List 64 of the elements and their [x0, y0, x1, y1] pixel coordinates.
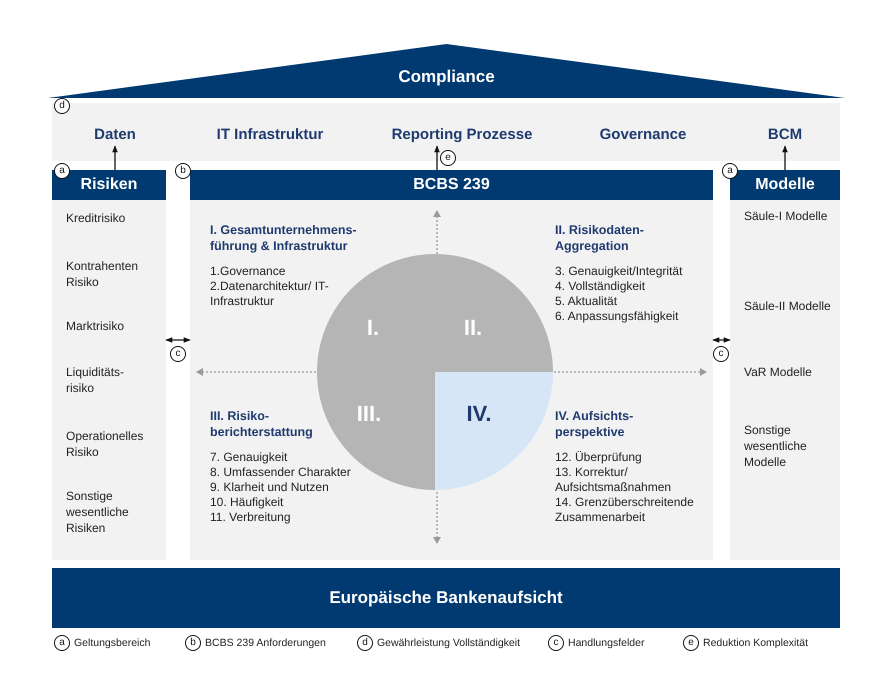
requirement-item: 7. Genauigkeit [210, 450, 288, 465]
callout-letter: e [440, 150, 456, 166]
callout-letter: c [548, 635, 564, 651]
callout-letter: a [722, 163, 738, 179]
column-item: Liquiditäts- risiko [66, 364, 126, 396]
requirement-item: 11. Verbreitung [210, 510, 292, 525]
requirement-item: 12. Überprüfung [555, 450, 643, 465]
requirement-item: 8. Umfassender Charakter [210, 465, 352, 480]
legend-text: Geltungsbereich [74, 636, 150, 651]
pillar-topic: Governance [598, 125, 688, 145]
callout-letter: c [170, 346, 186, 362]
legend-text: BCBS 239 Anforderungen [205, 636, 326, 651]
callout-letter: b [185, 635, 201, 651]
foundation-bar [52, 568, 840, 628]
requirement-item: 6. Anpassungsfähigkeit [555, 309, 680, 324]
section-heading: I. Gesamtunternehmens- führung & Infrastruktur [210, 222, 358, 254]
quadrant-numeral: II. [464, 316, 482, 340]
column-item: Säule-I Modelle [744, 208, 828, 224]
pillar-topic: BCM [766, 125, 804, 145]
column-item: Sonstige wesentliche Risiken [66, 488, 130, 536]
column-item: VaR Modelle [744, 364, 813, 380]
column-item: Operationelles Risiko [66, 428, 144, 460]
requirement-item: 5. Aktualität [555, 294, 618, 309]
column-item: Sonstige wesentliche Modelle [744, 422, 808, 470]
arrow [112, 145, 118, 170]
callout-letter: d [357, 635, 373, 651]
arrow [434, 145, 440, 170]
callout-letter: d [54, 98, 70, 114]
quadrant-numeral: III. [356, 402, 382, 426]
pillar-topic: Daten [93, 125, 137, 145]
column-item: Marktrisiko [66, 318, 126, 334]
callout-letter: e [683, 635, 699, 651]
requirement-item: 9. Klarheit und Nutzen [210, 480, 330, 495]
column-item: Säule-II Modelle [744, 298, 832, 314]
legend-text: Reduktion Komplexität [703, 636, 808, 651]
foundation-title: Europäische Bankenaufsicht [328, 587, 564, 610]
pillar-topic: IT Infrastruktur [216, 125, 324, 145]
legend-text: Gewährleistung Vollständigkeit [377, 636, 520, 651]
callout-letter: c [713, 346, 729, 362]
panel-header: BCBS 239 [190, 170, 713, 200]
requirements-panel [190, 170, 713, 560]
requirement-item: 2.Datenarchitektur/ IT-Infrastruktur [210, 279, 330, 309]
requirement-item: 3. Genauigkeit/Integrität [555, 264, 684, 279]
column-item: Kontrahenten Risiko [66, 258, 140, 290]
column-item: Kreditrisiko [66, 210, 126, 226]
arrow [165, 337, 191, 343]
section-heading: II. Risikodaten- Aggregation [555, 222, 645, 254]
arrow [782, 145, 788, 170]
requirement-item: 4. Vollständigkeit [555, 279, 646, 294]
quadrant-numeral: I. [366, 316, 380, 340]
requirement-item: 10. Häufigkeit [210, 495, 284, 510]
roof-title: Compliance [397, 66, 496, 88]
arrow [712, 337, 731, 343]
legend-text: Handlungsfelder [568, 636, 644, 651]
section-heading: III. Risiko- berichterstattung [210, 408, 314, 440]
pillar-topic: Reporting Prozesse [390, 125, 534, 145]
requirement-item: 14. Grenzüberschreitende Zusammenarbeit [555, 495, 695, 525]
requirement-item: 1.Governance [210, 264, 286, 279]
requirement-item: 13. Korrektur/ Aufsichtsmaßnahmen [555, 465, 672, 495]
callout-letter: a [54, 163, 70, 179]
quadrant-numeral: IV. [466, 402, 492, 426]
callout-letter: b [175, 163, 191, 179]
section-heading: IV. Aufsichts- perspektive [555, 408, 634, 440]
callout-letter: a [54, 635, 70, 651]
